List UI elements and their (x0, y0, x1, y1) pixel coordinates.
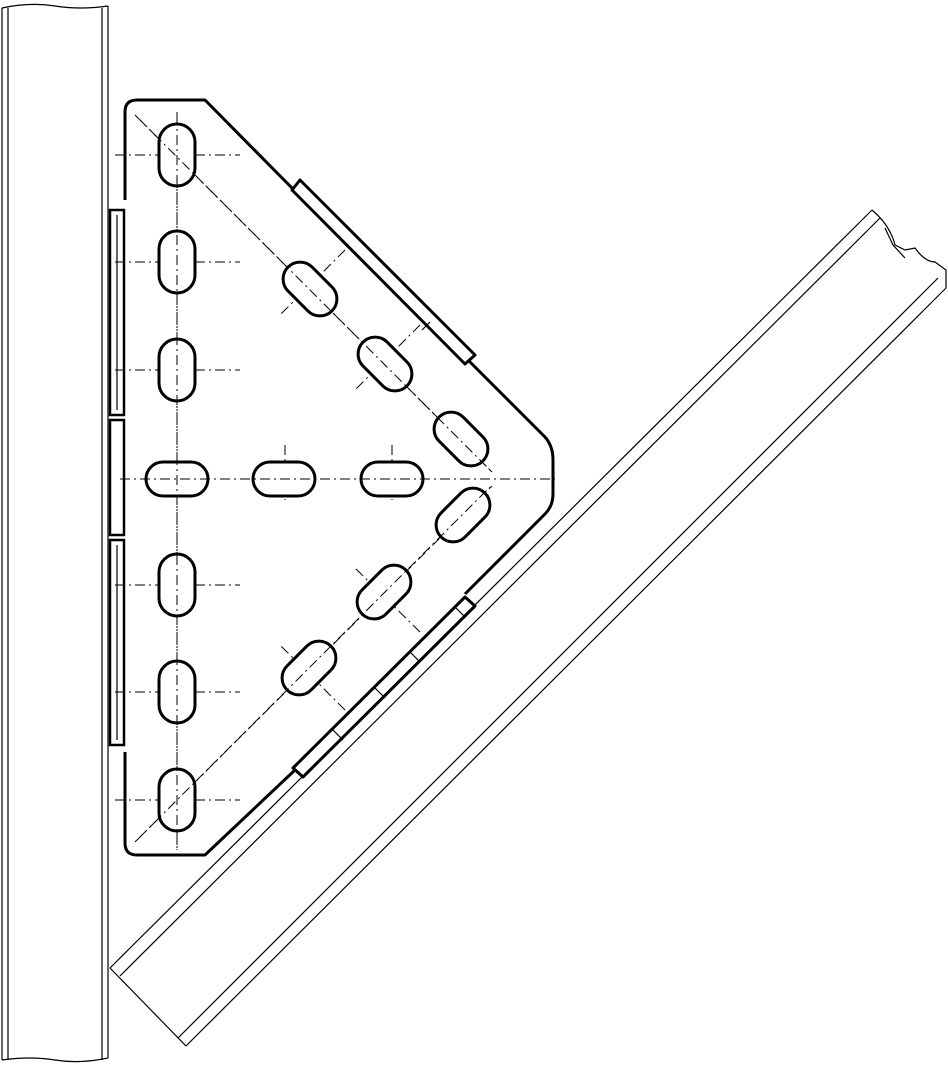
slot (356, 335, 414, 393)
slot-centerlines (139, 115, 491, 850)
bolt-slots (144, 122, 492, 833)
diagonal-brace (109, 209, 947, 1047)
slot (281, 260, 339, 318)
slot (355, 563, 413, 621)
slot (359, 460, 425, 498)
gusset-plate (123, 98, 555, 857)
plate-edge-bars (108, 208, 126, 747)
vertical-post (1, 3, 109, 1063)
slot (432, 410, 490, 468)
slot (434, 486, 492, 544)
